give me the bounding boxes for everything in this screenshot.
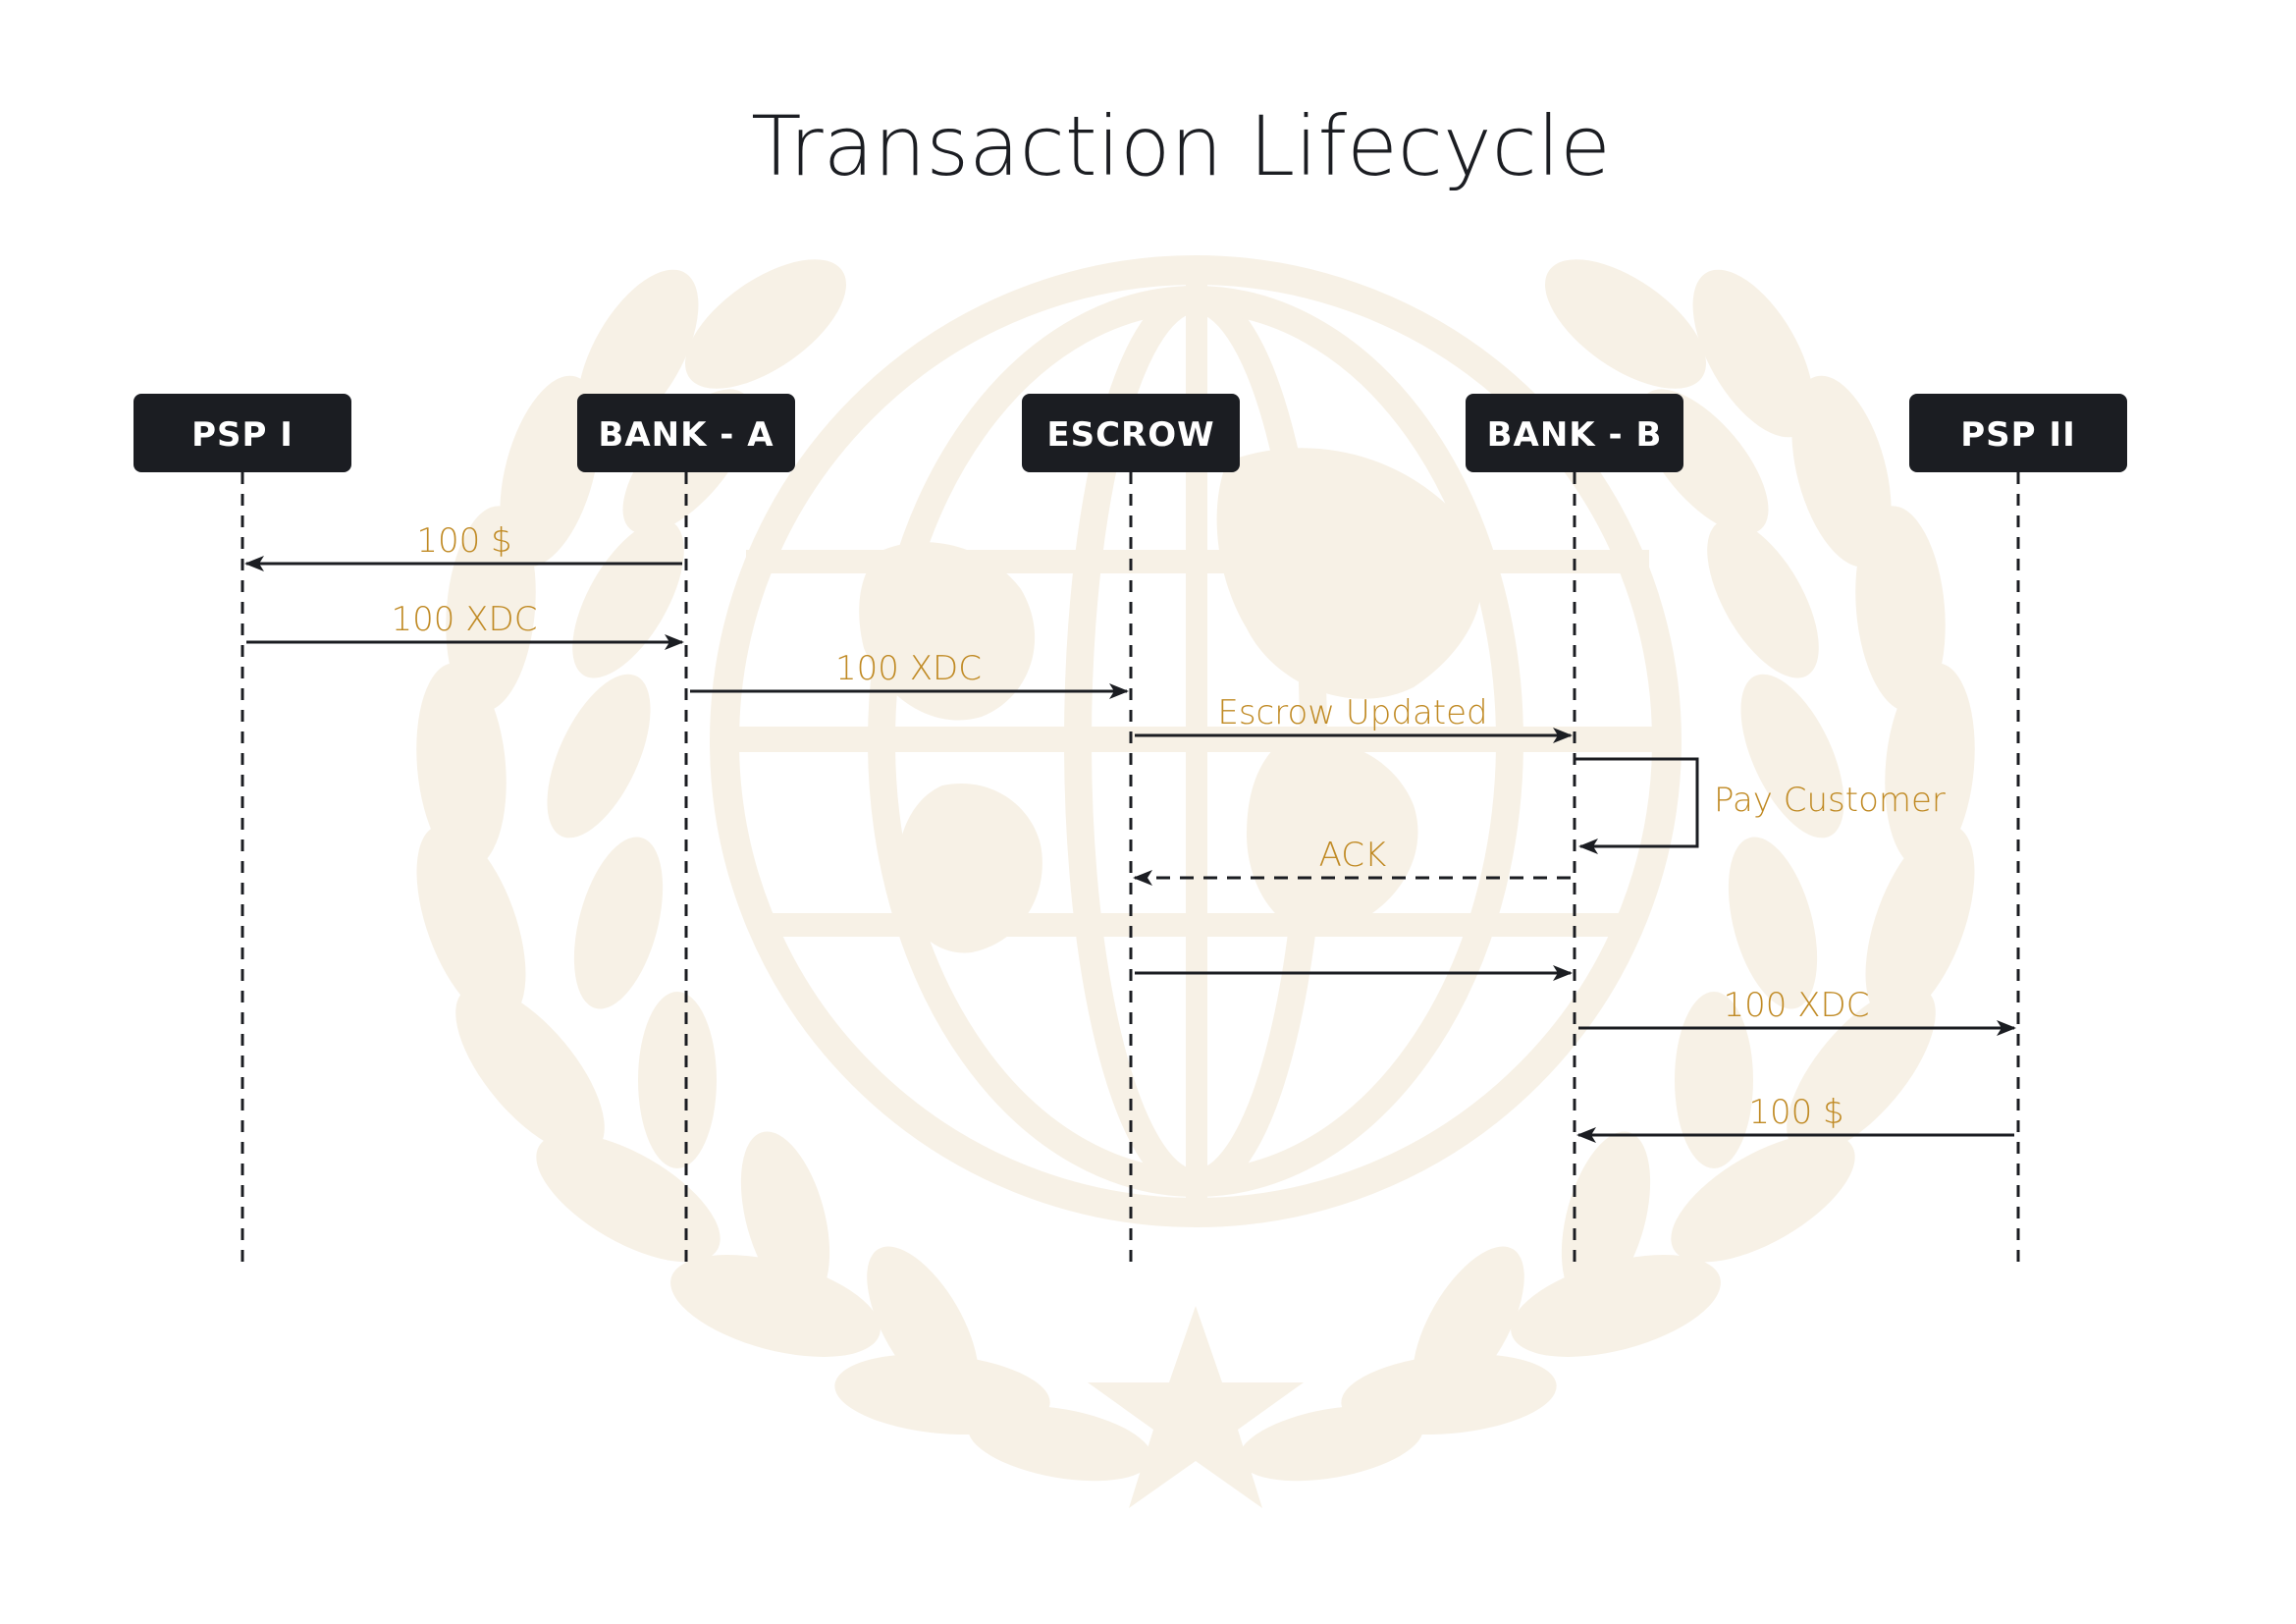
actor-box — [1909, 394, 2127, 472]
actor-escrow: ESCROW — [1022, 394, 1240, 472]
actor-psp2: PSP II — [1909, 394, 2127, 472]
actor-box — [133, 394, 351, 472]
page-title: Transaction Lifecycle — [751, 98, 1611, 194]
message-label: ACK — [1319, 836, 1387, 875]
message-9: 100 $ — [1576, 1093, 2014, 1143]
actor-label: PSP II — [1960, 415, 2075, 455]
message-label: 100 $ — [416, 521, 511, 561]
message-5: Pay Customer — [1575, 757, 1946, 854]
actor-label: ESCROW — [1046, 415, 1214, 455]
message-3: 100 XDC — [690, 649, 1129, 699]
self-message-arrow — [1575, 757, 1699, 854]
message-8: 100 XDC — [1578, 986, 2016, 1036]
actor-box — [1466, 394, 1683, 472]
lifelines — [240, 472, 2020, 1272]
actor-label: PSP I — [191, 415, 294, 455]
message-label: 100 $ — [1748, 1093, 1843, 1132]
message-2: 100 XDC — [246, 600, 684, 650]
actor-box — [1022, 394, 1240, 472]
message-label: 100 XDC — [1724, 986, 1870, 1025]
message-4: Escrow Updated — [1135, 693, 1573, 743]
actor-label: BANK - A — [598, 415, 774, 455]
message-6: ACK — [1133, 836, 1571, 886]
actor-banka: BANK - A — [577, 394, 795, 472]
actor-label: BANK - B — [1487, 415, 1663, 455]
message-label: 100 XDC — [835, 649, 982, 688]
message-label: Pay Customer — [1714, 781, 1946, 820]
message-1: 100 $ — [244, 521, 682, 571]
actor-box — [577, 394, 795, 472]
message-label: Escrow Updated — [1217, 693, 1487, 732]
actor-bankb: BANK - B — [1466, 394, 1683, 472]
actor-psp1: PSP I — [133, 394, 351, 472]
actors: PSP I BANK - A ESCROW BANK - B PSP II — [133, 394, 2127, 472]
message-label: 100 XDC — [392, 600, 538, 639]
